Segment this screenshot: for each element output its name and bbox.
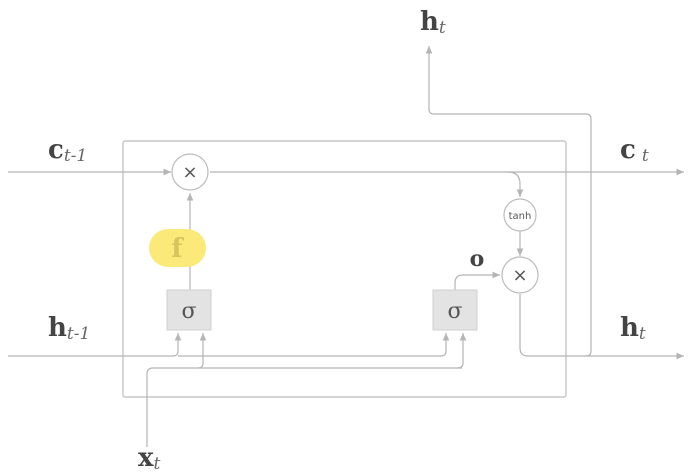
label-h-prev: ht-1 [48,313,90,344]
output-multiply-node: × [501,256,539,294]
multiply-icon: × [512,265,527,286]
forget-gate-label: f [171,234,184,264]
x-to-output-wire [456,333,467,369]
forget-sigma-box: σ [166,289,212,331]
label-h-next: ht [620,313,646,344]
output-gate-to-mult-wire [454,271,500,291]
output-gate-label: o [470,246,485,272]
forget-multiply-node: × [171,153,209,191]
sigma-icon: σ [181,299,196,324]
sigma-icon: σ [447,299,462,324]
multiply-icon: × [182,162,197,183]
lstm-cell-box [122,140,567,398]
tanh-label: tanh [509,211,532,222]
label-h-top: ht [420,7,446,38]
cell-to-tanh-wire [507,171,524,197]
x-input-wire [146,367,462,447]
hidden-out-wire [519,294,684,360]
hidden-prev-wire [8,333,182,357]
hidden-prev-to-output-wire [178,333,450,357]
tanh-node: tanh [503,198,537,232]
label-c-prev: ct-1 [48,135,87,166]
label-x-input: xt [138,443,161,473]
forget-gate-highlight: f [149,229,206,267]
output-sigma-box: σ [432,289,478,331]
x-to-forget-wire [197,333,207,369]
hidden-up-wire [425,46,592,357]
